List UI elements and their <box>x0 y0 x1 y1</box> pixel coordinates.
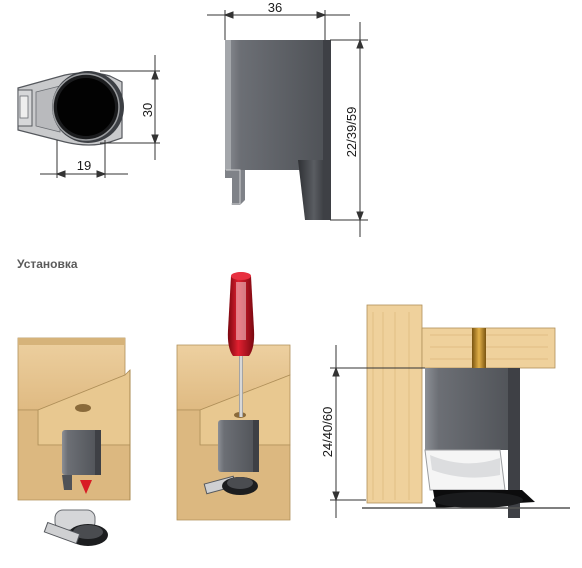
dimension-36 <box>207 10 350 40</box>
installed-section <box>362 304 570 518</box>
dim-22-39-59-label: 22/39/59 <box>344 107 359 158</box>
install-step-1 <box>17 337 131 546</box>
clip-side-view <box>225 40 331 220</box>
dim-24-40-60-label: 24/40/60 <box>320 407 335 458</box>
dimension-24-40-60 <box>330 345 425 518</box>
dimension-19 <box>40 140 128 178</box>
clip-top-view <box>17 71 124 146</box>
install-heading: Установка <box>17 257 78 271</box>
dimension-22-39-59 <box>330 22 368 237</box>
screwdriver-icon <box>227 272 255 417</box>
dim-19-label: 19 <box>77 158 91 173</box>
dim-36-label: 36 <box>268 0 282 15</box>
dimension-30 <box>100 55 160 160</box>
dim-30-label: 30 <box>140 103 155 117</box>
install-step-2 <box>176 344 291 521</box>
